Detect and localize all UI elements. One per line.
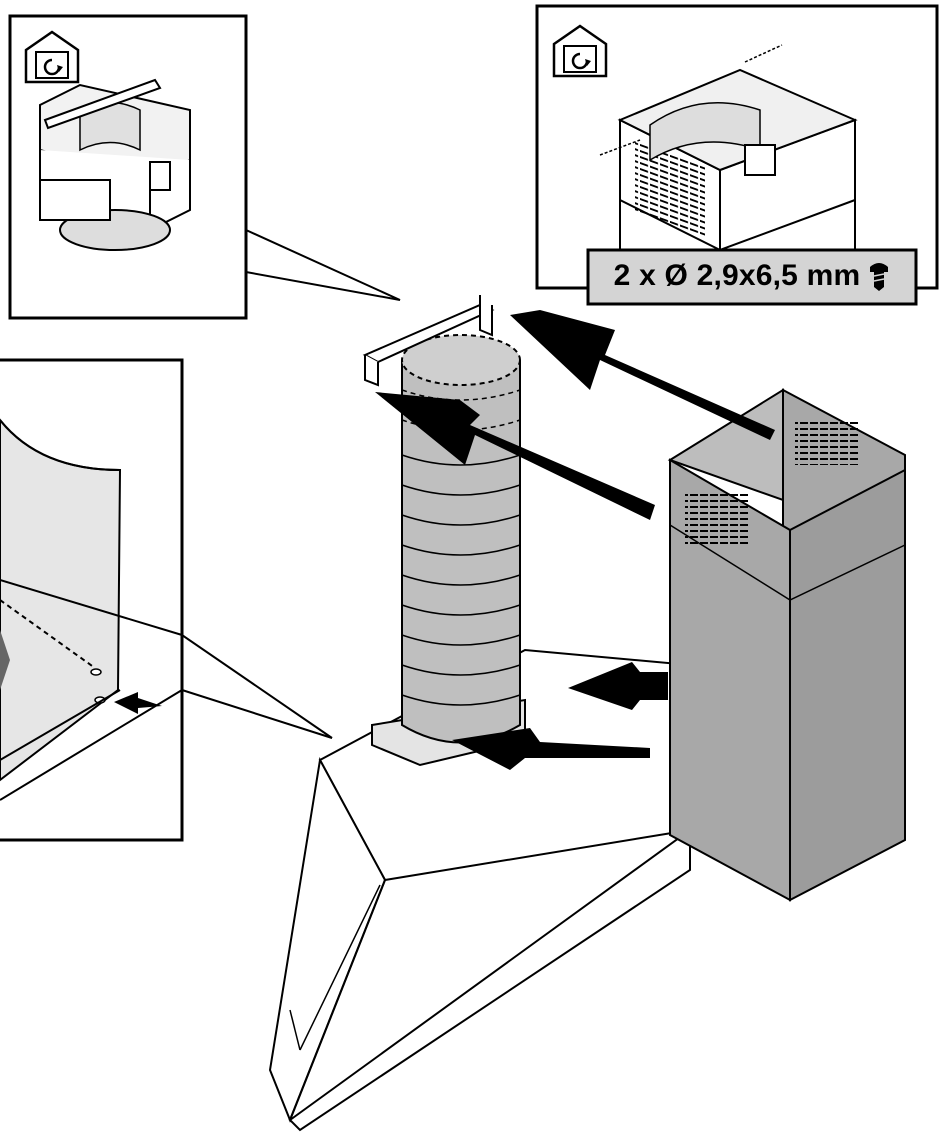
flexible-duct bbox=[401, 334, 521, 744]
arrows bbox=[375, 310, 775, 770]
recirculation-mode-icon-2 bbox=[552, 24, 608, 78]
chimney-cover bbox=[667, 388, 906, 902]
detail-panel-top-right bbox=[535, 4, 939, 290]
mounting-bracket bbox=[362, 295, 495, 387]
detail-panel-left bbox=[0, 358, 184, 842]
arrow-left-detail bbox=[114, 692, 162, 714]
arrow-chimney-to-duct bbox=[375, 392, 655, 520]
screw-spec-label: 2 x Ø 2,9x6,5 mm bbox=[590, 250, 914, 302]
screw-spec-text: 2 x Ø 2,9x6,5 mm bbox=[613, 259, 861, 292]
detail-panel-top-left bbox=[8, 14, 248, 320]
screw-icon bbox=[870, 263, 889, 291]
arrow-to-hood-lower bbox=[452, 728, 650, 770]
arrow-chimney-to-bracket bbox=[510, 310, 775, 440]
screw-spec-box bbox=[586, 248, 918, 306]
arrow-to-hood-upper bbox=[568, 662, 668, 710]
recirculation-mode-icon bbox=[24, 30, 80, 84]
